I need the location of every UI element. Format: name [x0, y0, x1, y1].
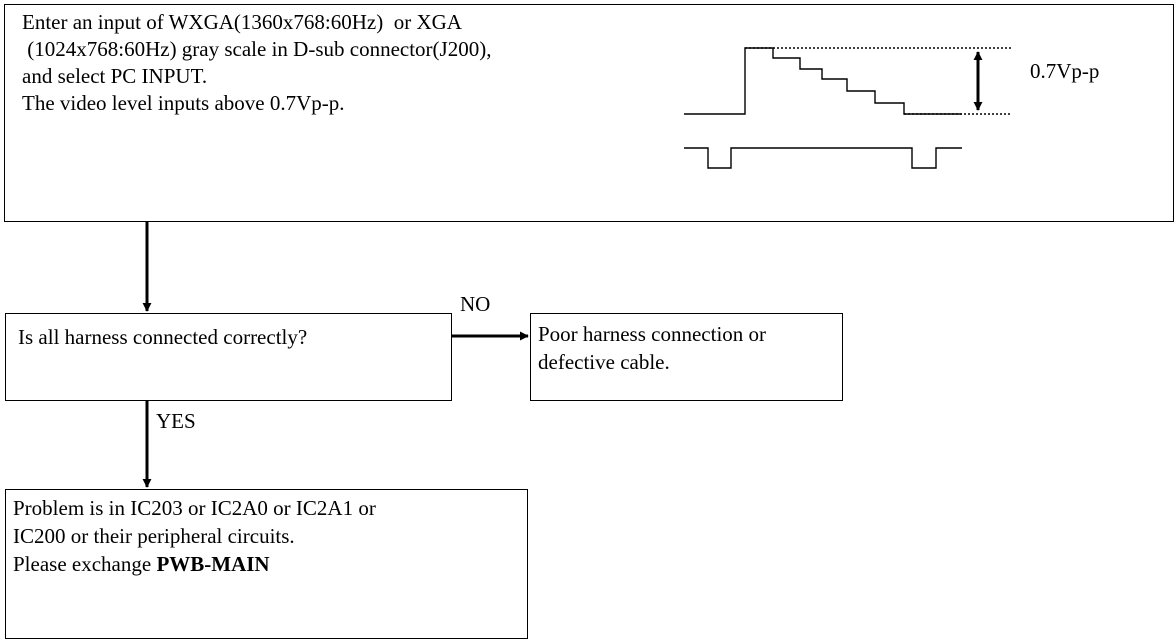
no-result-line-1: Poor harness connection or: [538, 322, 767, 346]
sync-waveform: [684, 147, 962, 169]
yes-result-line-2: IC200 or their peripheral circuits.: [13, 524, 295, 548]
no-result-box: [530, 313, 843, 401]
yes-result-line-1: Problem is in IC203 or IC2A0 or IC2A1 or: [13, 496, 376, 520]
yes-result-box: [5, 489, 528, 639]
no-result-line-2: defective cable.: [538, 350, 670, 374]
question-text: Is all harness connected correctly?: [18, 325, 308, 349]
input-instruction-line-4: The video level inputs above 0.7Vp-p.: [22, 91, 345, 115]
input-instruction-line-3: and select PC INPUT.: [22, 64, 208, 88]
yes-result-line-3: Please exchange PWB-MAIN: [13, 551, 270, 577]
amplitude-label: 0.7Vp-p: [1030, 59, 1100, 83]
video-waveform: [684, 47, 962, 115]
input-instruction-line-2: (1024x768:60Hz) gray scale in D-sub conn…: [22, 37, 492, 61]
yes-result-line-3-text: Please exchange: [13, 552, 157, 576]
question-box: [5, 313, 452, 401]
pwb-main-label: PWB-MAIN: [156, 552, 270, 576]
input-instruction-line-1: Enter an input of WXGA(1360x768:60Hz) or…: [22, 10, 462, 34]
input-instruction-box: [4, 4, 1174, 222]
no-label: NO: [460, 292, 491, 316]
yes-label: YES: [156, 409, 196, 433]
